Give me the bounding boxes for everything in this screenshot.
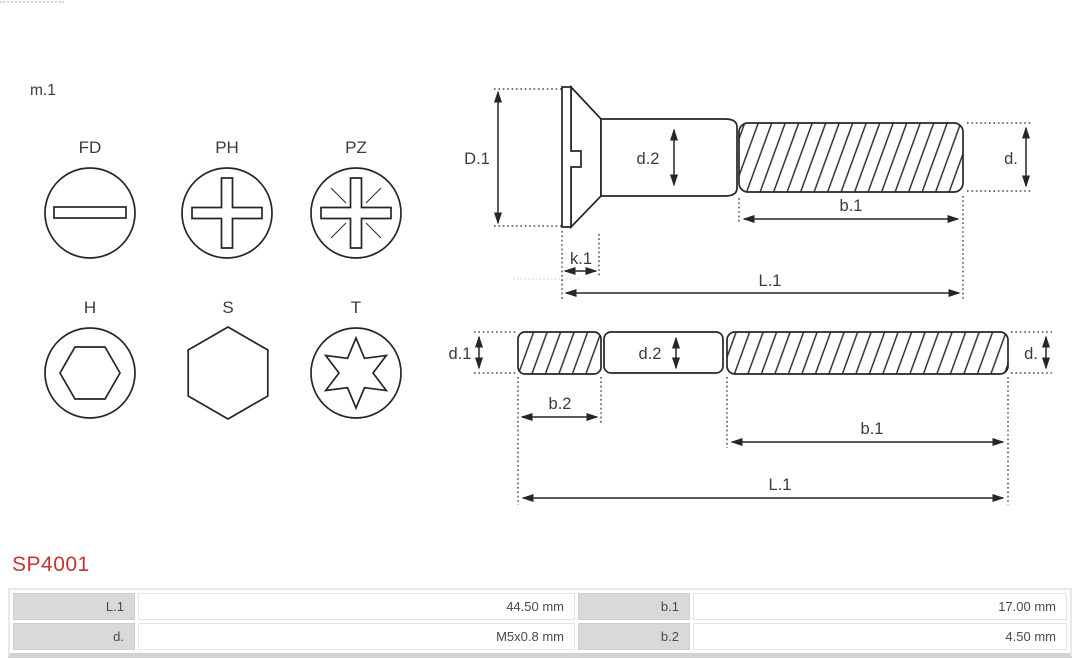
spec-value-b2: 4.50 mm — [693, 623, 1067, 650]
head-type-h-label: H — [84, 298, 96, 317]
spec-value-b1: 17.00 mm — [693, 593, 1067, 620]
screw-shank — [600, 118, 738, 197]
head-type-s: S — [187, 298, 269, 420]
pozidriv-cross-shape — [320, 177, 392, 249]
dim-label-L1: L.1 — [759, 272, 782, 290]
head-type-s-label: S — [222, 298, 233, 317]
stud-thread-short — [517, 331, 602, 375]
screw-head-face — [561, 86, 582, 228]
spec-value-L1: 44.50 mm — [138, 593, 575, 620]
dim-label-L1: L.1 — [769, 476, 792, 494]
technical-drawing: m.1 FD PH PZ H — [30, 82, 1052, 505]
head-type-h: H — [44, 298, 136, 419]
dim-label-d1: d.1 — [449, 345, 472, 363]
dim-label-b1: b.1 — [840, 197, 863, 215]
spec-label-L1: L.1 — [13, 593, 135, 620]
dim-label-d2: d.2 — [639, 345, 662, 363]
spec-label-b2: b.2 — [578, 623, 690, 650]
spec-row: d. M5x0.8 mm b.2 4.50 mm — [13, 623, 1067, 650]
stud-plain-section — [603, 331, 724, 374]
spec-value-d: M5x0.8 mm — [138, 623, 575, 650]
head-type-fd-label: FD — [79, 138, 102, 157]
dim-label-D1: D.1 — [464, 150, 490, 168]
threaded-section — [738, 122, 964, 193]
spec-row: L.1 44.50 mm b.1 17.00 mm — [13, 593, 1067, 620]
head-type-ph: PH — [181, 138, 273, 259]
head-type-ph-label: PH — [215, 138, 239, 157]
pozidriv-tick-lines — [330, 187, 382, 239]
page-edge-artifact — [0, 1, 64, 7]
dim-label-k1: k.1 — [570, 250, 592, 268]
extension-lines — [494, 88, 1033, 299]
dim-label-b2: b.2 — [549, 395, 572, 413]
head-type-t-label: T — [351, 298, 361, 317]
head-type-fd: FD — [44, 138, 136, 259]
torx-star-shape — [323, 335, 389, 411]
spec-label-d: d. — [13, 623, 135, 650]
countersunk-screw-drawing: D.1 d.2 d. b.1 k.1 L.1 — [464, 84, 1033, 299]
spec-label-b1: b.1 — [578, 593, 690, 620]
phillips-cross-shape — [191, 177, 263, 249]
corner-label: m.1 — [30, 82, 56, 99]
head-type-t: T — [310, 298, 402, 419]
part-number: SP4001 — [12, 553, 90, 576]
stud-drawing: d.1 d.2 d. b.2 b.1 L.1 — [449, 331, 1052, 505]
head-type-pz-label: PZ — [345, 138, 367, 157]
dim-label-b1: b.1 — [861, 420, 884, 438]
hex-socket-shape — [59, 346, 121, 400]
slot-shape — [53, 206, 127, 219]
hex-head-icon — [187, 326, 269, 420]
stud-thread-long — [726, 331, 1009, 375]
extension-lines — [474, 331, 1052, 505]
dim-label-d2: d.2 — [637, 150, 660, 168]
dim-label-d: d. — [1024, 345, 1038, 363]
spec-table: L.1 44.50 mm b.1 17.00 mm d. M5x0.8 mm b… — [8, 588, 1072, 658]
dim-label-d: d. — [1004, 150, 1018, 168]
head-type-pz: PZ — [310, 138, 402, 259]
